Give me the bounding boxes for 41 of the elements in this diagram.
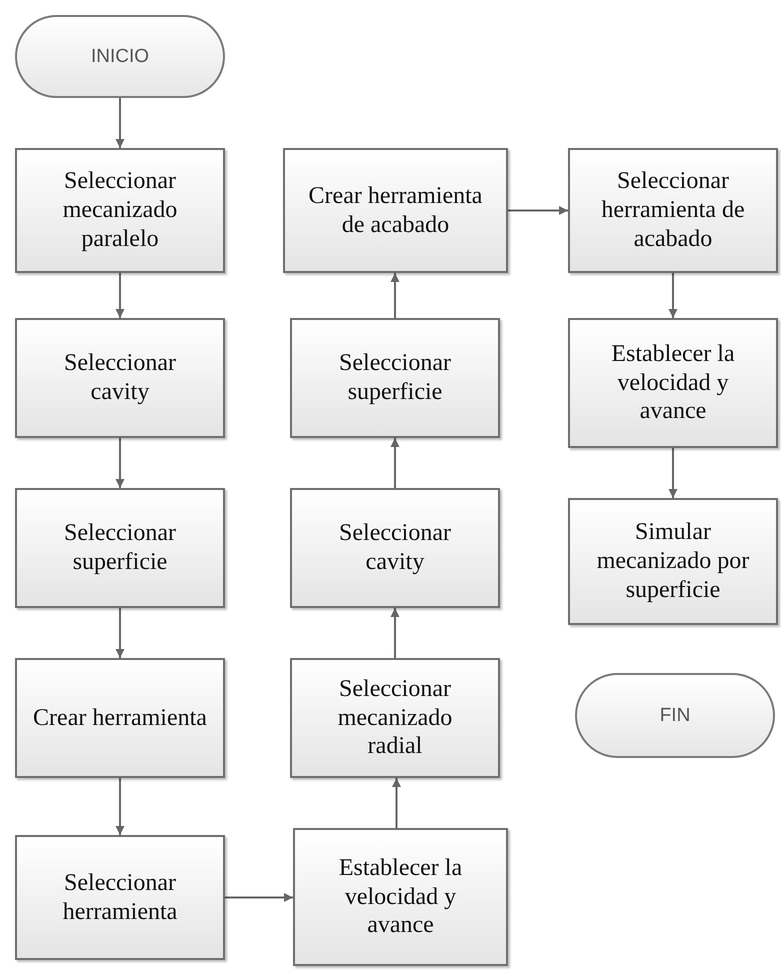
- step-label: INICIO: [90, 46, 150, 68]
- process-box: [15, 835, 225, 960]
- arrow: [390, 438, 400, 488]
- process-box: [568, 148, 778, 273]
- step-label: Crear herramienta de acabado: [308, 182, 484, 240]
- step-label: Seleccionar superficie: [338, 349, 452, 407]
- step-label: Seleccionar mecanizado radial: [336, 674, 454, 762]
- step-label: Seleccionar cavity: [63, 349, 177, 407]
- arrow: [116, 778, 124, 835]
- arrow: [116, 608, 124, 658]
- process-box: [290, 318, 500, 438]
- process-box: [290, 658, 500, 778]
- process-box: [15, 318, 225, 438]
- arrow: [508, 206, 568, 215]
- process-box: [568, 498, 778, 625]
- process-box: [15, 488, 225, 608]
- step-label: Seleccionar herramienta de acabado: [600, 167, 746, 254]
- arrow: [668, 273, 678, 318]
- arrow: [390, 608, 400, 658]
- process-box: [15, 148, 225, 273]
- process-box: [293, 828, 508, 966]
- arrow: [116, 273, 124, 318]
- step-label: Crear herramienta: [33, 704, 207, 732]
- step-label: Establecer la velocidad y avance: [338, 854, 464, 940]
- step-label: Seleccionar superficie: [63, 519, 177, 577]
- process-box: [568, 318, 778, 448]
- process-box: [15, 658, 225, 778]
- arrow: [116, 438, 124, 488]
- step-label: Seleccionar herramienta: [62, 868, 178, 926]
- step-label: FIN: [660, 704, 690, 726]
- step-label: Seleccionar cavity: [338, 519, 452, 577]
- step-label: Seleccionar mecanizado paralelo: [62, 167, 178, 254]
- step-label: Establecer la velocidad y avance: [610, 340, 736, 426]
- arrow: [392, 778, 401, 828]
- process-box: [283, 148, 508, 273]
- arrow: [116, 98, 124, 148]
- arrow: [668, 448, 678, 498]
- process-box: [290, 488, 500, 608]
- arrow: [390, 273, 400, 318]
- arrow: [225, 893, 293, 902]
- step-label: Simular mecanizado por superficie: [596, 518, 750, 605]
